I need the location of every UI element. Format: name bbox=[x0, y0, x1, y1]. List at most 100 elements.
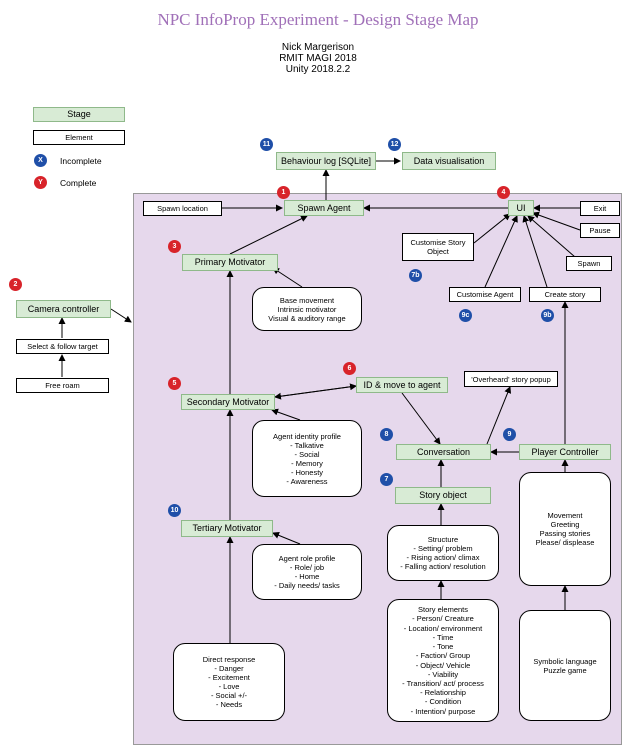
element-select-follow-target: Select & follow target bbox=[16, 339, 109, 354]
stage-ui: UI bbox=[508, 200, 534, 216]
arrow-idmove-to-secondary bbox=[274, 385, 357, 400]
stage-secondary-motivator: Secondary Motivator bbox=[181, 394, 275, 410]
badge-9c-incomplete: 9c bbox=[459, 309, 472, 322]
diagram-title: NPC InfoProp Experiment - Design Stage M… bbox=[157, 10, 479, 29]
identity-line: - Awareness bbox=[286, 476, 328, 486]
badge-8-incomplete: 8 bbox=[380, 428, 393, 441]
element-role-profile: Agent role profile - Role/ job - Home - … bbox=[252, 544, 362, 600]
player-action-line: Movement bbox=[547, 511, 583, 520]
badge-1-complete: 1 bbox=[277, 186, 290, 199]
story-element-line: - Faction/ Group bbox=[415, 651, 471, 661]
stage-data-visualisation: Data visualisation bbox=[402, 152, 496, 170]
story-element-line: - Object/ Vehicle bbox=[415, 660, 471, 670]
engine-version: Unity 2018.2.2 bbox=[285, 64, 351, 75]
element-customise-story-object: Customise Story Object bbox=[402, 233, 474, 261]
role-line: - Home bbox=[294, 572, 320, 581]
badge-12-incomplete: 12 bbox=[388, 138, 401, 151]
element-create-story: Create story bbox=[529, 287, 601, 302]
stage-behaviour-log: Behaviour log [SQLite] bbox=[276, 152, 376, 170]
element-story-elements: Story elements - Person/ Creature - Loca… bbox=[387, 599, 499, 722]
arrow-conversation-to-overheard bbox=[486, 386, 512, 445]
identity-line: - Social bbox=[294, 449, 320, 459]
stage-tertiary-motivator: Tertiary Motivator bbox=[181, 520, 273, 537]
stage-camera-controller: Camera controller bbox=[16, 300, 111, 318]
symbolic-line: Puzzle game bbox=[543, 665, 587, 675]
arrow-primarydetail-to-primary bbox=[272, 267, 303, 288]
legend-stage: Stage bbox=[33, 107, 125, 122]
identity-line: - Memory bbox=[291, 458, 323, 468]
customise-story-object-line-2: Object bbox=[427, 247, 449, 256]
badge-9-incomplete: 9 bbox=[503, 428, 516, 441]
role-line: - Daily needs/ tasks bbox=[274, 581, 340, 590]
identity-line: Agent identity profile bbox=[273, 431, 341, 441]
stage-conversation: Conversation bbox=[396, 444, 491, 460]
organisation: RMIT MAGI 2018 bbox=[279, 53, 357, 64]
element-player-actions: Movement Greeting Passing stories Please… bbox=[519, 472, 611, 586]
arrow-roleprofile-to-tertiary bbox=[272, 532, 301, 545]
story-element-line: - Tone bbox=[432, 642, 454, 652]
legend-incomplete-marker: X bbox=[34, 154, 47, 167]
story-element-line: Story elements bbox=[417, 605, 469, 615]
player-action-line: Passing stories bbox=[539, 529, 591, 538]
arrow-customiseagent-to-ui bbox=[484, 215, 518, 288]
arrow-primary-to-spawn bbox=[229, 215, 308, 255]
stage-id-move-to-agent: ID & move to agent bbox=[356, 377, 448, 393]
customise-story-object-line-1: Customise Story bbox=[410, 238, 466, 247]
element-spawn-location: Spawn location bbox=[143, 201, 222, 216]
identity-line: - Honesty bbox=[290, 467, 324, 477]
legend-complete-label: Complete bbox=[60, 178, 97, 188]
arrow-identity-to-secondary bbox=[271, 408, 301, 421]
stage-spawn-agent: Spawn Agent bbox=[284, 200, 364, 216]
story-element-line: - Intention/ purpose bbox=[410, 706, 476, 716]
structure-line: - Falling action/ resolution bbox=[400, 562, 486, 571]
story-element-line: - Person/ Creature bbox=[412, 614, 474, 624]
story-element-line: - Transition/ act/ process bbox=[402, 678, 484, 688]
badge-7-incomplete: 7 bbox=[380, 473, 393, 486]
role-line: - Role/ job bbox=[289, 563, 325, 572]
direct-response-line: - Social +/- bbox=[210, 691, 248, 700]
legend-complete-marker: Y bbox=[34, 176, 47, 189]
stage-primary-motivator: Primary Motivator bbox=[182, 254, 278, 271]
structure-line: - Setting/ problem bbox=[413, 544, 473, 553]
stage-player-controller: Player Controller bbox=[519, 444, 611, 460]
story-element-line: - Relationship bbox=[420, 688, 466, 698]
author: Nick Margerison bbox=[281, 42, 355, 53]
legend-incomplete-label: Incomplete bbox=[60, 156, 102, 166]
badge-2-complete: 2 bbox=[9, 278, 22, 291]
arrow-idmove-to-conversation bbox=[401, 392, 441, 445]
symbolic-line: Symbolic language bbox=[533, 656, 597, 666]
direct-response-line: - Danger bbox=[214, 664, 244, 673]
element-direct-response: Direct response - Danger - Excitement - … bbox=[173, 643, 285, 721]
element-structure: Structure - Setting/ problem - Rising ac… bbox=[387, 525, 499, 581]
direct-response-line: Direct response bbox=[202, 655, 256, 664]
arrow-spawnbtn-to-ui bbox=[527, 215, 576, 258]
identity-line: - Talkative bbox=[290, 440, 324, 450]
stage-story-object: Story object bbox=[395, 487, 491, 504]
story-element-line: - Viability bbox=[427, 669, 459, 679]
badge-10-incomplete: 10 bbox=[168, 504, 181, 517]
primary-detail-line: Visual & auditory range bbox=[268, 313, 346, 323]
element-overheard-popup: 'Overheard' story popup bbox=[464, 371, 558, 387]
primary-detail-line: Intrinsic motivator bbox=[277, 304, 337, 314]
direct-response-line: - Love bbox=[218, 682, 240, 691]
badge-5-complete: 5 bbox=[168, 377, 181, 390]
badge-7b-incomplete: 7b bbox=[409, 269, 422, 282]
story-element-line: - Condition bbox=[424, 697, 462, 707]
direct-response-line: - Needs bbox=[215, 700, 243, 709]
badge-3-complete: 3 bbox=[168, 240, 181, 253]
player-action-line: Greeting bbox=[550, 520, 580, 529]
badge-11-incomplete: 11 bbox=[260, 138, 273, 151]
arrow-createstory-to-ui bbox=[522, 215, 548, 288]
element-symbolic-language: Symbolic language Puzzle game bbox=[519, 610, 611, 721]
element-pause: Pause bbox=[580, 223, 620, 238]
arrow-customisestory-to-ui bbox=[473, 213, 511, 244]
structure-line: - Rising action/ climax bbox=[406, 553, 480, 562]
arrow-pause-to-ui bbox=[532, 211, 581, 231]
story-element-line: - Location/ environment bbox=[403, 623, 483, 633]
element-spawn: Spawn bbox=[566, 256, 612, 271]
element-identity-profile: Agent identity profile - Talkative - Soc… bbox=[252, 420, 362, 497]
badge-6-complete: 6 bbox=[343, 362, 356, 375]
badge-4-complete: 4 bbox=[497, 186, 510, 199]
legend-element: Element bbox=[33, 130, 125, 145]
